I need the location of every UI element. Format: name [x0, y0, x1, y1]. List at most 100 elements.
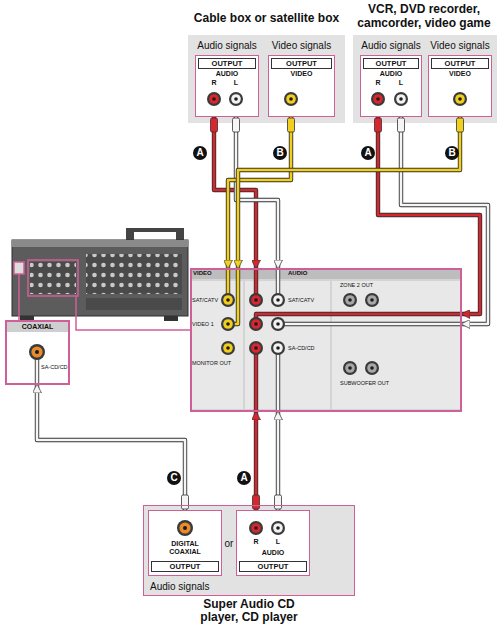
panel-text: Audio signals — [354, 40, 428, 52]
connection-illustration-part — [360, 55, 422, 117]
plug — [375, 118, 382, 132]
device-name: VCR, DVD recorder, camcorder, video game — [349, 2, 499, 30]
receiver-panel-closeup: VIDEO AUDIO SAT/CATV VIDEO 1 MONITOR OUT SAT/… — [190, 268, 462, 412]
connection-illustration-part-part — [256, 314, 462, 324]
cable — [401, 117, 488, 324]
panel-text: COAXIAL — [5, 322, 70, 331]
panel-text: Audio signals — [189, 40, 265, 52]
plug — [182, 495, 189, 509]
device-group: VCR, DVD recorder, camcorder, video game… — [353, 35, 497, 123]
connection-illustration-part — [249, 317, 263, 331]
connection-illustration-part-part — [278, 322, 462, 326]
device-name: Super Audio CD player, CD player — [189, 598, 309, 624]
connection-illustration-part — [29, 344, 45, 360]
output-panel: Audio signalsOUTPUTAUDIORL — [195, 55, 259, 117]
connection-illustration-part — [249, 341, 263, 355]
panel-text: SAT/CATV — [288, 297, 328, 304]
connection-illustration-part — [76, 296, 190, 330]
panel-text: VIDEO 1 — [192, 321, 222, 328]
connection-illustration-part — [18, 274, 20, 320]
connection-illustration-part — [271, 521, 285, 535]
cable-outline — [236, 117, 278, 268]
connection-illustration-part — [229, 92, 243, 106]
cable — [238, 117, 460, 268]
output-panel: DIGITAL COAXIALOUTPUT — [148, 510, 222, 576]
connection-illustration-part — [365, 361, 379, 375]
connection-illustration-part — [271, 341, 285, 355]
plug — [253, 495, 260, 509]
connection-illustration-part — [126, 228, 184, 232]
connection-illustration-part — [164, 316, 178, 321]
output-label: OUTPUT — [363, 58, 419, 69]
connection-illustration-part-part — [277, 348, 280, 412]
connection-illustration-part — [428, 55, 492, 117]
cable-connector — [253, 412, 282, 510]
panel-text: VIDEO — [428, 70, 492, 78]
connection-illustration-part — [148, 510, 222, 576]
panel-text: SUBWOOFER OUT — [340, 380, 420, 387]
connection-illustration-part — [5, 320, 70, 385]
panel-text: ZONE 2 OUT — [340, 282, 410, 289]
connection-illustration-part — [365, 293, 379, 307]
panel-text: R — [250, 538, 262, 546]
cable — [37, 385, 185, 510]
connection-illustration-part — [268, 55, 335, 117]
connection-illustration-part — [332, 281, 460, 409]
connection-illustration-part — [207, 92, 221, 106]
callout-letter: A — [193, 146, 207, 160]
output-panel: Video signalsOUTPUTVIDEO — [428, 55, 492, 117]
connection-illustration-part — [221, 293, 235, 307]
plug — [233, 118, 240, 132]
connection-illustration-part — [37, 268, 462, 412]
connection-illustration-part — [371, 92, 385, 106]
cable-connector — [238, 117, 464, 268]
panel-text: SAT/CATV — [192, 297, 222, 304]
panel-text: SA-CD/CD — [41, 364, 69, 371]
connection-illustration-part — [221, 317, 235, 331]
panel-text: AUDIO — [236, 549, 310, 557]
device-group: Audio signalsSuper Audio CD player, CD p… — [143, 505, 355, 596]
panel-text: L — [230, 79, 242, 87]
connection-illustration-part — [271, 317, 285, 331]
connection-illustration-part — [195, 55, 259, 117]
panel-text: VIDEO — [193, 270, 223, 277]
connection-illustration-part — [28, 260, 78, 296]
connection-illustration-part-part — [278, 323, 462, 326]
plug — [288, 118, 295, 132]
connection-illustration-part — [86, 254, 182, 294]
connection-illustration-part — [271, 293, 285, 307]
connection-illustration-part — [5, 320, 70, 332]
output-panel: Video signalsOUTPUTVIDEO — [268, 55, 335, 117]
connection-illustration-part-part — [255, 348, 258, 412]
connection-illustration-part — [343, 293, 357, 307]
connection-illustration-part — [188, 35, 345, 123]
device-group: Cable box or satellite boxAudio signalsO… — [188, 35, 345, 123]
output-label: OUTPUT — [151, 561, 219, 572]
panel-text: AUDIO — [360, 70, 422, 78]
connection-illustration-part — [190, 268, 462, 279]
panel-text: Audio signals — [150, 581, 240, 593]
connection-illustration-part — [86, 298, 182, 310]
coaxial-input-closeup: COAXIAL SA-CD/CD — [5, 320, 70, 385]
connection-illustration-part-part — [256, 314, 462, 324]
panel-text: R — [208, 79, 220, 87]
panel-text: MONITOR OUT — [192, 360, 240, 367]
output-label: OUTPUT — [431, 58, 489, 69]
panel-text: R — [372, 79, 384, 87]
note-text: or — [221, 537, 237, 550]
panel-text: AUDIO — [288, 270, 318, 277]
cable-connector — [375, 117, 489, 324]
callout-letter: C — [167, 471, 181, 485]
panel-text: L — [272, 538, 284, 546]
connection-illustration-part-part — [254, 348, 258, 412]
panel-text: Video signals — [424, 40, 496, 52]
output-panel: RLAUDIOOUTPUT — [236, 510, 310, 576]
connection-illustration-part — [30, 262, 76, 294]
connection-illustration-part — [236, 510, 310, 576]
panel-text: VIDEO — [268, 70, 335, 78]
callout-letter: B — [273, 146, 287, 160]
plug — [398, 118, 405, 132]
